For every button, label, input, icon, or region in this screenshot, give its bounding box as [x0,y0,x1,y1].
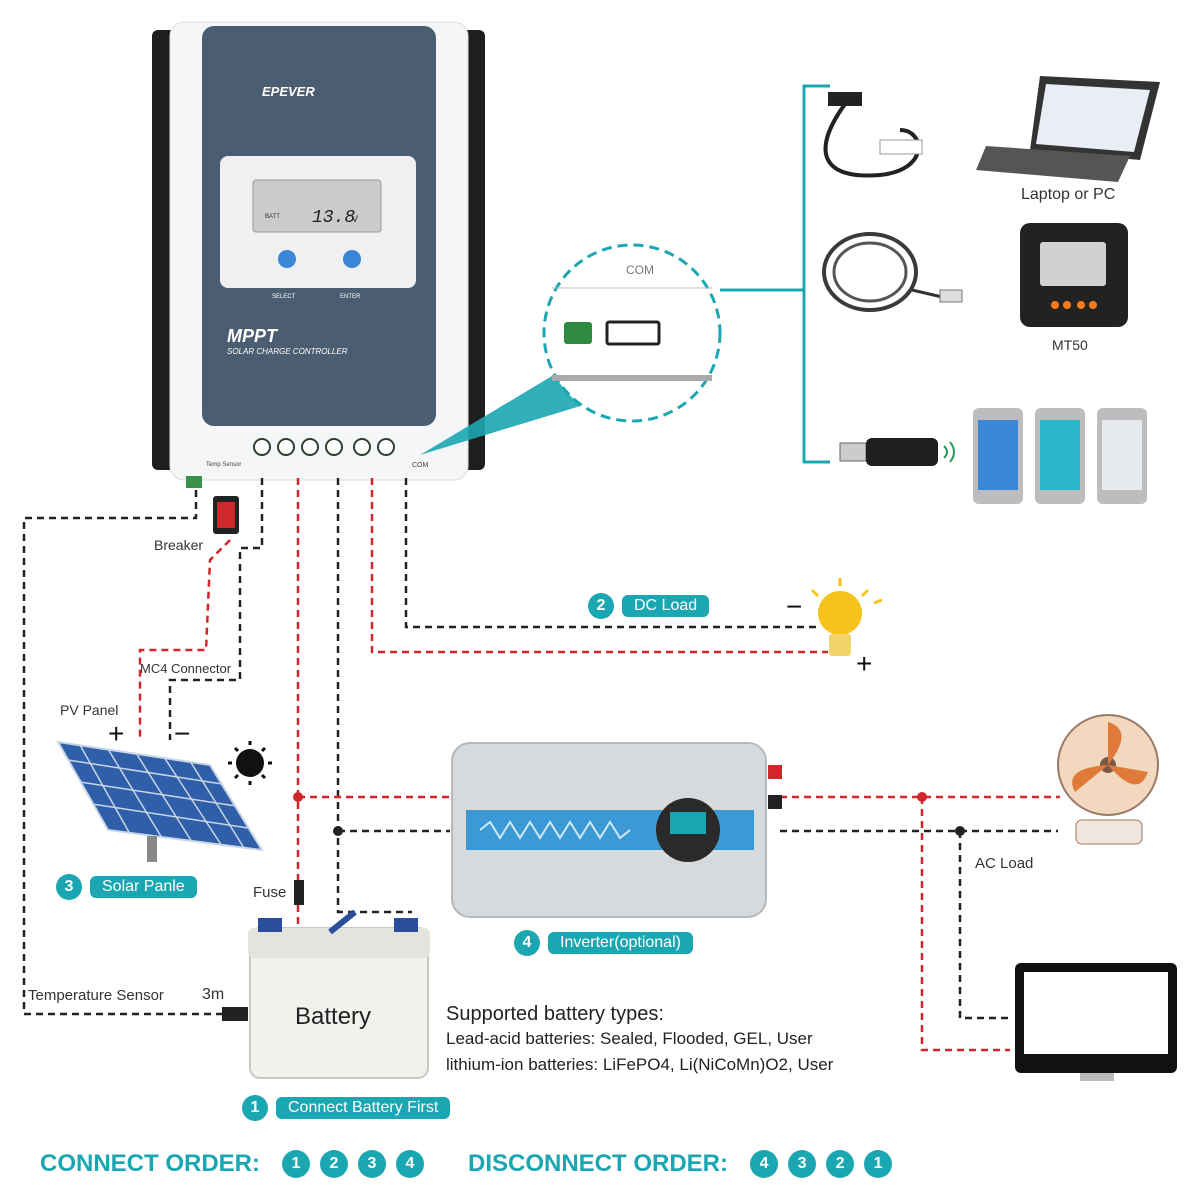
disconnect-order-step: 2 [826,1150,855,1178]
load-minus-sign: − [786,591,803,622]
com-port-zoom: COM [420,243,804,455]
disconnect-order-title: DISCONNECT ORDER: [468,1150,729,1177]
connect-order-step: 3 [358,1150,386,1178]
fuse [294,880,304,905]
fan-icon [1057,714,1159,845]
terminal-row [253,438,395,456]
step-1-number: 1 [242,1095,268,1121]
step-3-label: Solar Panle [90,876,197,898]
ac-load-label: AC Load [975,855,1034,872]
temp-sensor-probe [222,1007,248,1021]
controller-subtitle: SOLAR CHARGE CONTROLLER [227,347,348,356]
enter-label: ENTER [340,294,361,300]
connect-order-step: 2 [320,1150,348,1178]
breaker [213,496,239,534]
inverter [451,742,782,918]
terminal [277,438,295,456]
battery [248,909,430,1079]
mt50-label: MT50 [1052,337,1088,353]
lead-acid-battery-types: Lead-acid batteries: Sealed, Flooded, GE… [446,1029,813,1048]
temp-sensor-port-label: Temp Sensor [206,462,241,468]
controller-title: MPPT [227,326,279,346]
controller-brand: EPEVER [262,84,315,99]
usb-cable [823,92,923,178]
battery-label: Battery [295,1003,372,1030]
com-port-label: COM [412,462,429,469]
laptop-label: Laptop or PC [1021,186,1115,203]
phone-screens [973,408,1147,504]
select-button[interactable] [278,250,296,268]
wire-junctions [293,792,965,836]
disconnect-order-step: 1 [864,1150,893,1178]
mt50-meter [1020,223,1128,327]
fuse-label: Fuse [253,884,287,901]
supported-battery-title: Supported battery types: [446,1003,664,1025]
mc4-connector-label: MC4 Connector [140,661,232,676]
breaker-label: Breaker [154,537,204,553]
com-zoom-label: COM [626,263,654,277]
pv-plus-sign: + [108,718,125,749]
step-3-badge: 3 Solar Panle [56,874,197,900]
lithium-battery-types: lithium-ion batteries: LiFePO4, Li(NiCoM… [446,1055,834,1074]
charge-controller: EPEVER BATT 13.8 V SELECT ENTER MPPT SOL… [152,21,485,481]
step-1-badge: 1 Connect Battery First [242,1095,451,1121]
select-label: SELECT [272,294,296,300]
pv-panel-label: PV Panel [60,702,119,718]
accessory-bracket [802,84,830,464]
temp-sensor-plug [186,476,202,488]
wifi-dongle [839,438,955,466]
step-2-number: 2 [588,593,614,619]
rj45-cable [822,232,963,312]
step-2-label: DC Load [622,595,710,617]
rj45-port [605,320,661,346]
step-2-badge: 2 DC Load [588,593,710,619]
step-4-badge: 4 Inverter(optional) [514,930,693,956]
terminal [301,438,319,456]
connect-order-title: CONNECT ORDER: [40,1150,260,1177]
laptop [976,76,1160,182]
terminal [377,438,395,456]
light-bulb-icon [810,578,883,656]
terminal [253,438,271,456]
terminal [353,438,371,456]
terminal [325,438,343,456]
temperature-sensor-length: 3m [202,986,225,1003]
connect-order-step: 4 [396,1150,424,1178]
disconnect-order: DISCONNECT ORDER: 4 3 2 1 [468,1150,902,1178]
lcd-unit: V [352,214,358,224]
load-plus-sign: + [856,648,873,679]
lcd-screen [252,179,382,233]
connect-order-step: 1 [282,1150,310,1178]
connect-order: CONNECT ORDER: 1 2 3 4 [40,1150,434,1178]
monitor-icon [1015,963,1177,1081]
solar-panel [56,740,264,862]
step-4-number: 4 [514,930,540,956]
temperature-sensor-label: Temperature Sensor [28,987,164,1004]
lcd-label: BATT [265,214,280,220]
wires [22,478,1060,1052]
enter-button[interactable] [343,250,361,268]
sun-icon [228,741,272,785]
disconnect-order-step: 3 [788,1150,817,1178]
disconnect-order-step: 4 [750,1150,779,1178]
com-led [564,322,592,344]
lcd-reading: 13.8 [312,208,355,228]
pv-minus-sign: − [174,718,191,749]
step-4-label: Inverter(optional) [548,932,693,954]
step-1-label: Connect Battery First [276,1097,451,1119]
step-3-number: 3 [56,874,82,900]
